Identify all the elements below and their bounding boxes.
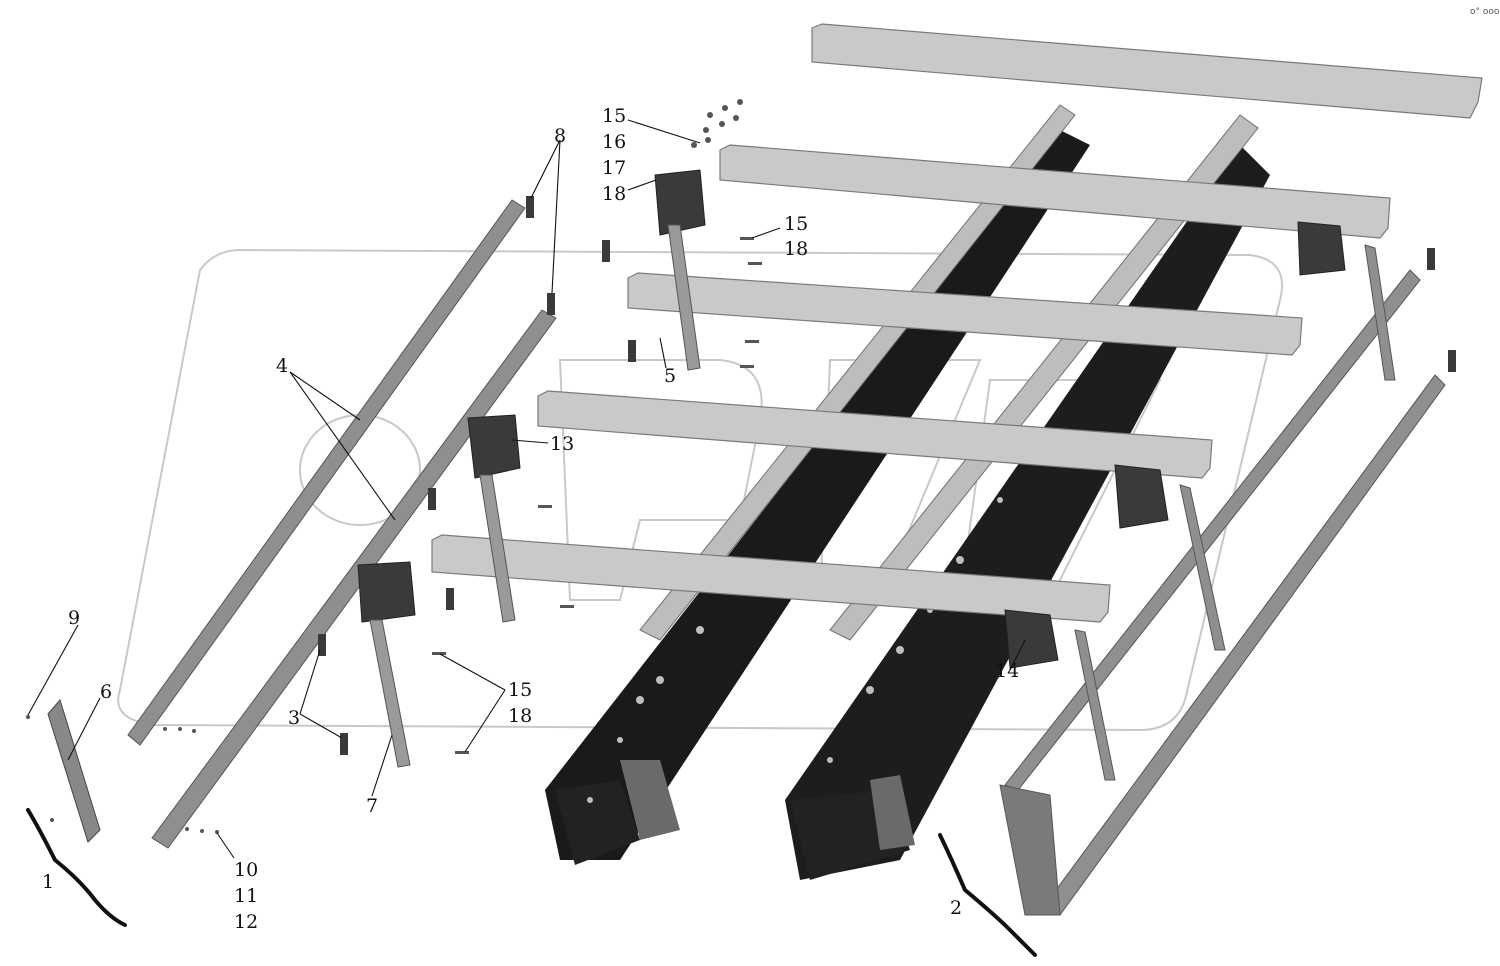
leader-lines [27, 119, 1026, 859]
rear-hitch-right [870, 775, 915, 850]
crossbeam-1 [719, 144, 1391, 239]
label-6: 6 [100, 681, 112, 703]
brace-1 [26, 808, 127, 927]
crossbeams [431, 23, 1483, 623]
crossbeam-4 [431, 534, 1111, 623]
label-17: 17 [602, 157, 626, 179]
brackets [357, 169, 1346, 669]
label-2: 2 [950, 897, 962, 919]
label-11: 11 [234, 885, 258, 907]
label-3: 3 [288, 707, 300, 729]
left-side-rails [127, 199, 557, 849]
right-side-rails [999, 244, 1446, 916]
bracket-7-top [357, 561, 416, 623]
side-plate-6 [47, 698, 101, 843]
labels: 8 4 15 16 17 18 15 18 13 5 14 9 6 3 7 15… [42, 7, 1500, 933]
label-9: 9 [68, 607, 80, 629]
pad-8b [547, 293, 555, 315]
posts [369, 224, 701, 768]
pad-8a [526, 196, 534, 218]
label-4: 4 [276, 355, 288, 377]
label-15a: 15 [602, 105, 626, 127]
brace-2 [938, 833, 1037, 957]
assembly-braces [26, 808, 1037, 957]
label-14: 14 [995, 660, 1019, 682]
label-18c: 18 [508, 705, 532, 727]
label-8: 8 [554, 125, 566, 147]
label-15c: 15 [508, 679, 532, 701]
crossbeam-top [811, 23, 1483, 119]
pad-3b [340, 733, 348, 755]
bracket-5 [654, 169, 706, 236]
crossbeam-3 [537, 390, 1213, 479]
label-12: 12 [234, 911, 258, 933]
corner-mark: o° ooo [1470, 7, 1500, 17]
label-18b: 18 [784, 238, 808, 260]
bracket-13 [467, 414, 521, 479]
label-7: 7 [366, 795, 378, 817]
crossbeam-2 [627, 272, 1303, 356]
label-5: 5 [664, 365, 676, 387]
fasteners [26, 99, 762, 834]
label-1: 1 [42, 871, 54, 893]
pad-3a [318, 634, 326, 656]
label-16: 16 [602, 131, 626, 153]
label-10: 10 [234, 859, 258, 881]
pads [318, 196, 1456, 755]
label-18a: 18 [602, 183, 626, 205]
label-13: 13 [550, 433, 574, 455]
rear-hitch-left [620, 760, 680, 840]
label-15b: 15 [784, 213, 808, 235]
